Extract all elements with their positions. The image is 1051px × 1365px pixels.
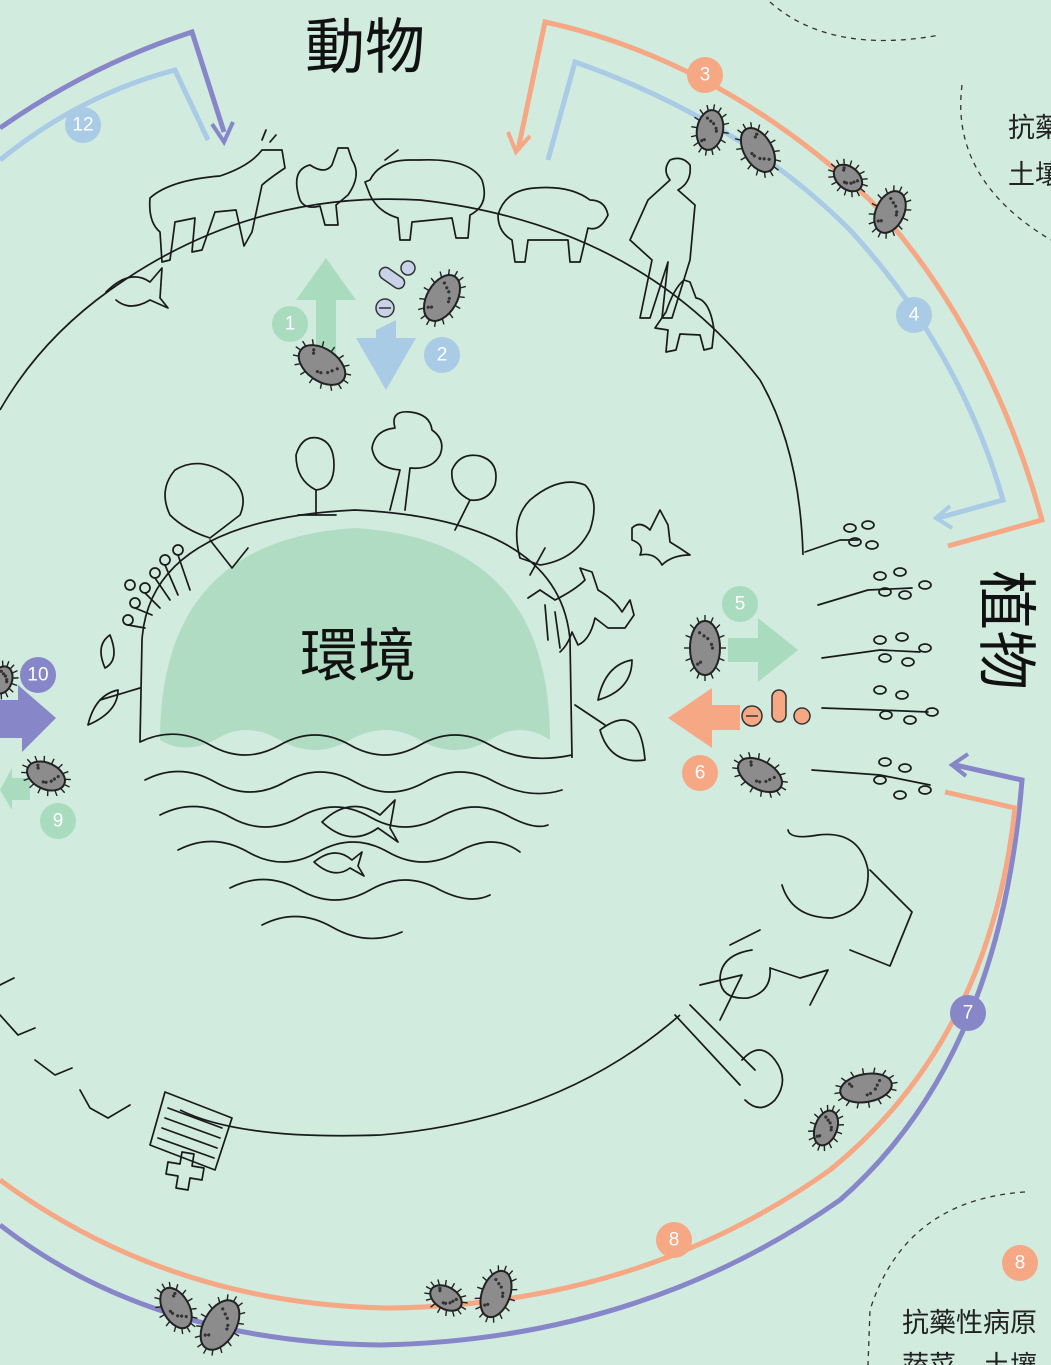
- crops-icon: [804, 520, 939, 800]
- environment-outline: [139, 509, 573, 759]
- num-badge-2: 2: [424, 337, 460, 373]
- main-circle-outline-bottom: [179, 1014, 681, 1137]
- num-label: 8: [669, 1230, 680, 1251]
- num-label: 3: [700, 65, 711, 86]
- label-animals: 動物: [305, 13, 425, 83]
- num-label: 7: [963, 1003, 974, 1024]
- bacterium-icon: [684, 615, 726, 681]
- main-circle-outline-left: [0, 289, 111, 411]
- bacteria-group: [0, 104, 912, 1356]
- arrowhead-purple-top: [210, 121, 235, 147]
- arrowhead-lightblue-4: [932, 504, 954, 530]
- leaf-icon: [87, 634, 646, 762]
- arrowhead-purple-7: [948, 752, 970, 778]
- bacterium-icon: [292, 339, 352, 391]
- trees-icon: [164, 410, 595, 576]
- animals-row-icon: [105, 129, 715, 353]
- bacterium-icon: [690, 104, 730, 156]
- num-label: 9: [53, 811, 64, 832]
- bacterium-icon: [154, 1281, 198, 1335]
- arrowhead-salmon-3: [506, 131, 532, 156]
- label-environment: 環境: [300, 622, 416, 690]
- num-badge-9: 9: [40, 803, 76, 839]
- bacterium-icon: [474, 1265, 518, 1323]
- num-label: 5: [735, 594, 746, 615]
- main-circle-outline: [109, 198, 804, 556]
- num-badge-8: 8: [656, 1222, 692, 1258]
- num-label: 12: [72, 115, 93, 136]
- bacterium-icon: [0, 660, 19, 700]
- num-badge-8-side: 8: [1002, 1245, 1038, 1281]
- arrow-up-mint-1: [296, 258, 356, 358]
- label-plants: 植物: [970, 570, 1040, 690]
- num-badge-4: 4: [896, 297, 932, 333]
- dashed-circle-top-right: [769, 1, 941, 42]
- side-note-bottom-line2: 蔬菜、土壤: [902, 1351, 1037, 1365]
- fish-icon: [313, 799, 399, 877]
- num-label: 2: [437, 345, 448, 366]
- water-waves: [139, 733, 573, 940]
- dashed-circle-right: [960, 84, 1051, 241]
- hospital-icon: [0, 977, 233, 1191]
- bacterium-icon: [424, 1279, 468, 1317]
- bacterium-icon: [21, 755, 71, 797]
- num-badge-3: 3: [687, 57, 723, 93]
- arrow-right-mint-5: [728, 618, 798, 682]
- num-badge-7: 7: [950, 995, 986, 1031]
- arrow-right-purple-10: [0, 685, 56, 752]
- flower-plants-icon: [122, 544, 191, 629]
- pathway-lightblue-4: [545, 58, 1007, 521]
- pills-icon-right: [741, 689, 811, 727]
- num-label: 8: [1015, 1253, 1026, 1274]
- pills-icon: [375, 260, 416, 318]
- bacterium-icon: [734, 122, 782, 178]
- pathway-salmon-3: [515, 19, 1046, 549]
- bacterium-icon: [808, 1104, 844, 1152]
- arrow-left-salmon-6: [668, 688, 740, 748]
- num-badge-6: 6: [682, 755, 718, 791]
- bacterium-icon: [868, 185, 912, 239]
- arrow-down-blue-2: [356, 320, 416, 390]
- side-note-top-line1: 抗藥: [1008, 113, 1051, 144]
- num-badge-5: 5: [722, 586, 758, 622]
- num-label: 10: [27, 665, 48, 686]
- dashed-circle-bottom-right: [867, 1191, 1026, 1365]
- side-note-bottom-line1: 抗藥性病原: [902, 1308, 1037, 1339]
- bacterium-icon: [834, 1067, 898, 1109]
- bacterium-icon: [732, 751, 788, 799]
- arrow-left-mint-9: [0, 768, 30, 810]
- environment-hemisphere: [160, 528, 550, 750]
- num-label: 6: [695, 763, 706, 784]
- bacterium-icon: [417, 269, 467, 327]
- bacterium-icon: [828, 158, 868, 198]
- num-badge-10: 10: [20, 657, 56, 693]
- pathway-lightblue-top-left: [0, 67, 211, 162]
- num-badge-12: 12: [65, 107, 101, 143]
- food-people-icon: [674, 829, 913, 1109]
- num-label: 1: [285, 314, 296, 335]
- side-note-top-line2: 土壤: [1008, 160, 1051, 191]
- bacterium-icon: [194, 1294, 246, 1356]
- num-label: 4: [909, 305, 920, 326]
- num-badge-1: 1: [272, 306, 308, 342]
- pathway-purple-7: [0, 762, 1025, 1348]
- pathway-purple-top-left: [0, 28, 227, 133]
- pathway-salmon-8: [0, 789, 1018, 1311]
- bat-icon: [631, 509, 691, 566]
- deer-icon: [527, 567, 635, 653]
